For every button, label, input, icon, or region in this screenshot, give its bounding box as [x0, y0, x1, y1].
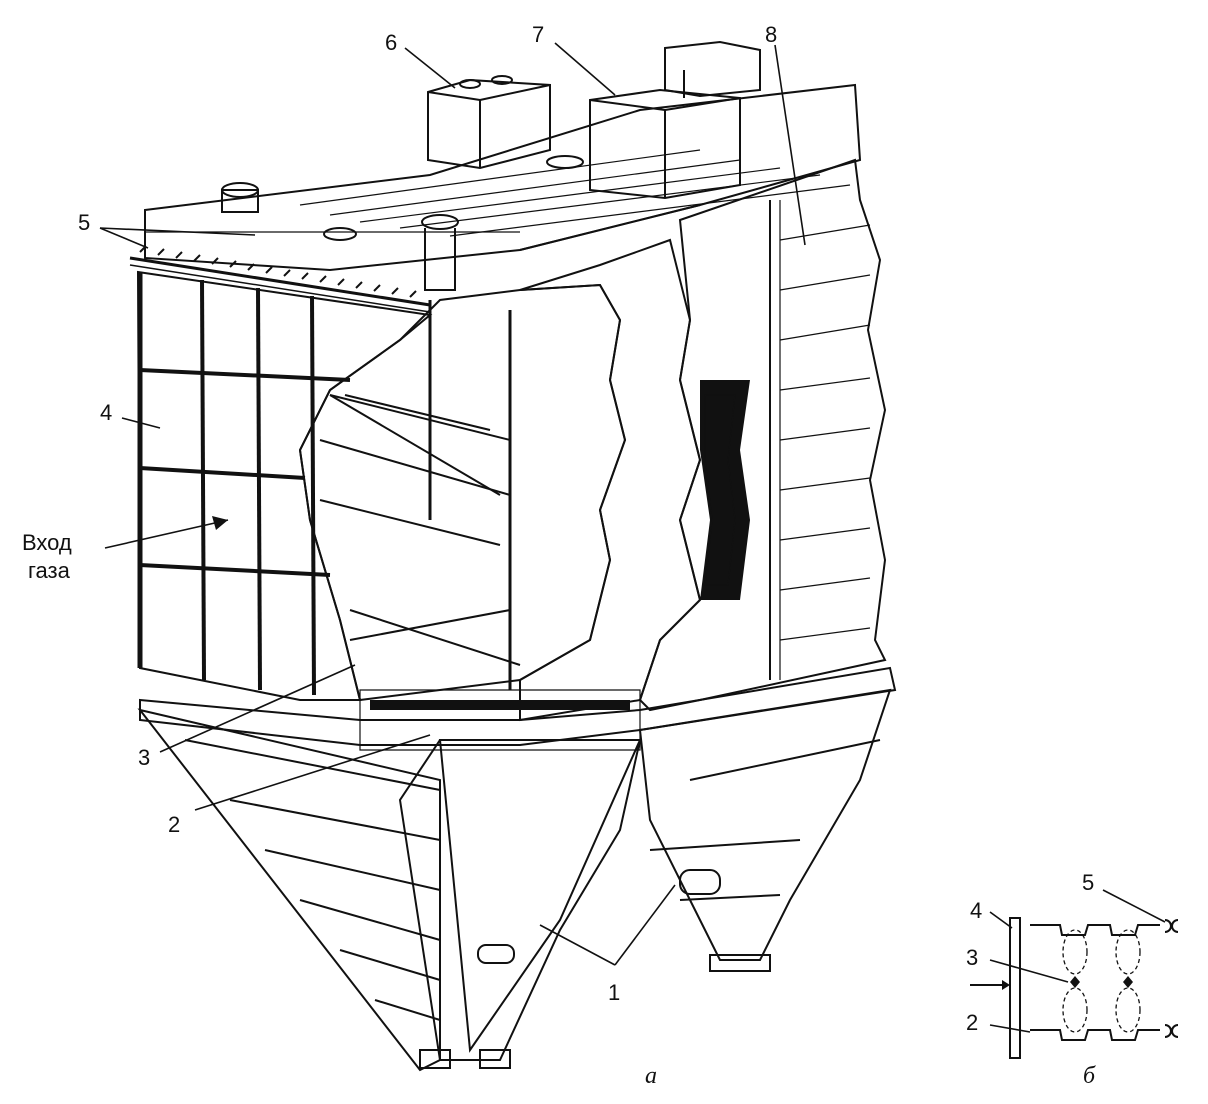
- gas-inlet-line1: Вход: [22, 530, 72, 555]
- rapping-shafts: [129, 245, 431, 313]
- label-1: 1: [608, 980, 620, 1005]
- top-unit-back: [664, 40, 761, 98]
- label-5: 5: [78, 210, 90, 235]
- roof-insulators: [221, 155, 584, 291]
- label-7: 7: [532, 22, 544, 47]
- side-wall: [638, 158, 887, 712]
- detail-b-drawing: [970, 917, 1179, 1059]
- front-inlet-face: [136, 270, 433, 701]
- top-unit-6: [427, 75, 551, 170]
- leader-lines: [99, 42, 1166, 1033]
- label-8: 8: [765, 22, 777, 47]
- detail-label-4: 4: [970, 898, 982, 923]
- hopper-left: [137, 708, 451, 1072]
- hopper-middle: [398, 739, 642, 1069]
- detail-label-3: 3: [966, 945, 978, 970]
- hopper-right: [638, 688, 892, 972]
- detail-label-5: 5: [1082, 870, 1094, 895]
- label-4: 4: [100, 400, 112, 425]
- cutaway-interior: [298, 283, 627, 702]
- top-unit-7: [589, 70, 741, 200]
- second-field: [519, 238, 702, 722]
- detail-label-2: 2: [966, 1010, 978, 1035]
- base-beam: [139, 666, 897, 751]
- label-6: 6: [385, 30, 397, 55]
- roof: [144, 83, 862, 272]
- gas-inlet-line2: газа: [28, 558, 71, 583]
- label-2: 2: [168, 812, 180, 837]
- caption-a: а: [645, 1063, 657, 1089]
- caption-b: б: [1083, 1063, 1096, 1089]
- label-3: 3: [138, 745, 150, 770]
- callout-labels: 6 7 8 5 4 Вход газа 3 2 1 а 5 4 3 2 б: [22, 22, 1096, 1089]
